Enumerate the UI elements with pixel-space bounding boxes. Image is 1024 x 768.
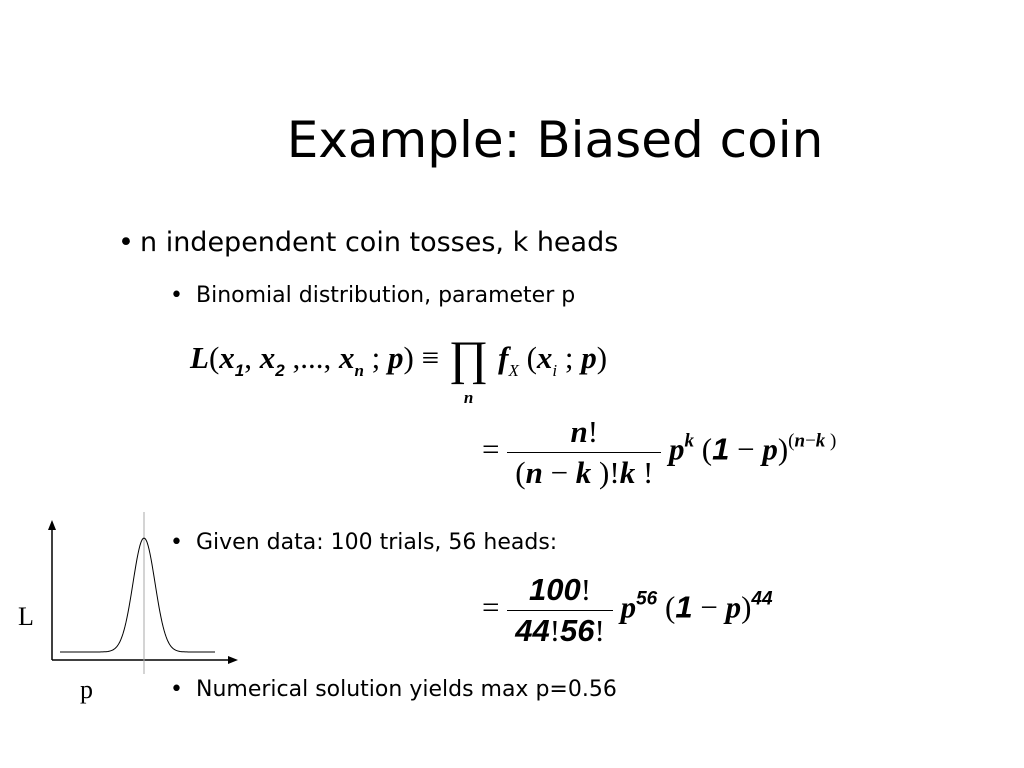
bullet-numerical: • Numerical solution yields max p=0.56 [170, 674, 617, 706]
binomial-formula: = n!(n − k )!k ! pk (1 − p)(n−k ) [482, 412, 836, 493]
bullet-main-text: n independent coin tosses, k heads [140, 227, 619, 258]
product-symbol: ∏n [448, 332, 489, 407]
x-axis-label: p [80, 675, 93, 704]
binomial-coefficient: n!(n − k )!k ! [507, 412, 662, 493]
bullet-glyph: • [170, 283, 183, 308]
numeric-coefficient: 100!44!56! [507, 570, 613, 651]
bullet-binomial-text: Binomial distribution, parameter p [196, 283, 576, 308]
bullet-glyph: • [170, 530, 183, 555]
bullet-numerical-text: Numerical solution yields max p=0.56 [196, 677, 617, 702]
y-axis-label: L [18, 602, 34, 631]
likelihood-curve [60, 537, 215, 653]
bullet-given: • Given data: 100 trials, 56 heads: [170, 527, 557, 559]
bullet-binomial: • Binomial distribution, parameter p [170, 280, 575, 312]
bullet-main: •n independent coin tosses, k heads [118, 224, 618, 262]
likelihood-formula: L(x1, x2 ,..., xn ; p) ≡ ∏n fX (xi ; p) [190, 332, 608, 407]
bullet-glyph: • [118, 227, 134, 258]
y-axis-arrow-icon [48, 520, 56, 530]
bullet-glyph: • [170, 677, 183, 702]
bullet-given-text: Given data: 100 trials, 56 heads: [196, 530, 558, 555]
likelihood-plot: L p [18, 512, 238, 704]
slide-title: Example: Biased coin [286, 111, 824, 169]
numeric-formula: = 100!44!56! p56 (1 − p)44 [482, 570, 773, 651]
x-axis-arrow-icon [228, 656, 238, 664]
